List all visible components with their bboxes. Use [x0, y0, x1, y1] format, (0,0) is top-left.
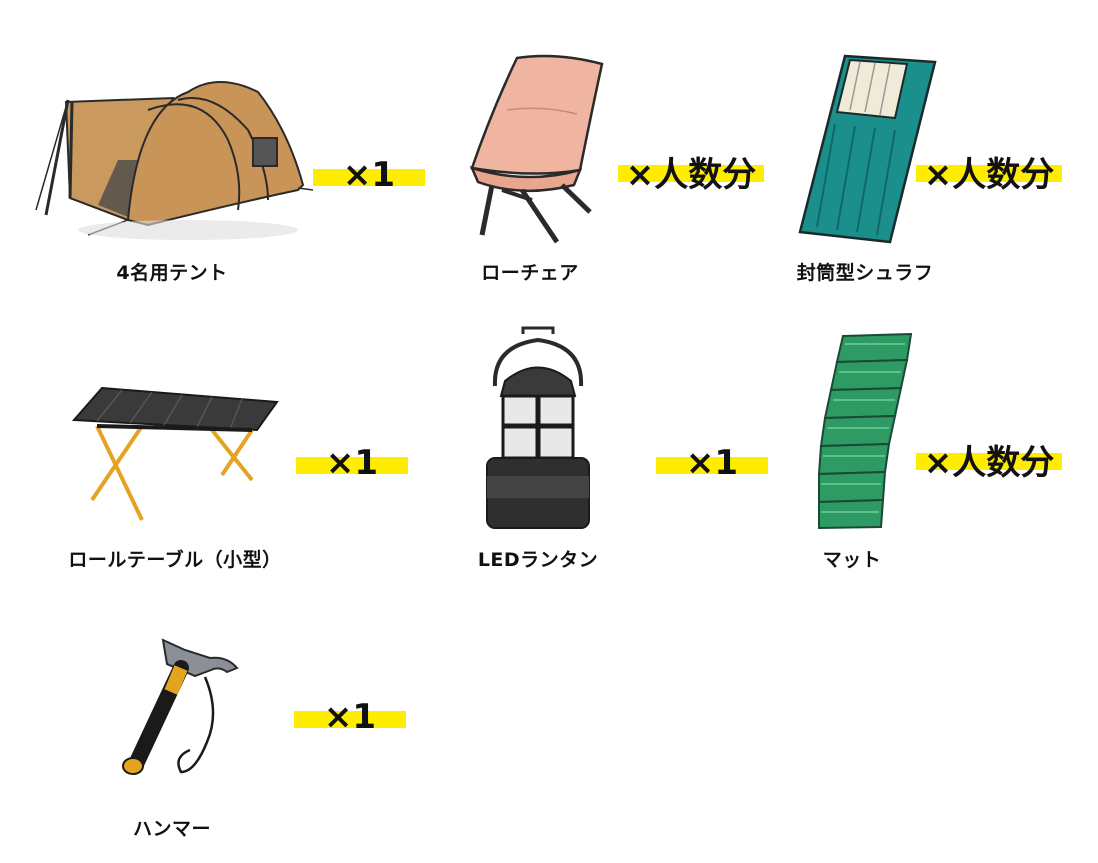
sleeping-bag-icon — [798, 54, 937, 244]
item-name: マット — [822, 549, 882, 571]
item-name: LEDランタン — [477, 549, 599, 571]
quantity-badge: ×1 — [296, 440, 408, 486]
chair-icon — [469, 54, 604, 244]
table-icon — [72, 386, 279, 521]
item-name: 4名用テント — [116, 262, 228, 284]
item-name: ローチェア — [481, 262, 579, 284]
quantity-badge: ×人数分 — [916, 148, 1062, 195]
item-name: ハンマー — [132, 818, 211, 840]
mat-icon — [817, 332, 913, 530]
tent-icon — [35, 81, 313, 240]
hammer-icon — [122, 638, 239, 775]
lantern-icon — [486, 326, 590, 529]
quantity-badge: ×人数分 — [618, 148, 764, 195]
quantity-badge: ×人数分 — [916, 436, 1062, 483]
quantity-badge: ×1 — [313, 152, 425, 198]
quantity-badge: ×1 — [294, 694, 406, 740]
quantity-badge: ×1 — [656, 440, 768, 486]
item-name: ロールテーブル（小型） — [68, 549, 282, 571]
item-name: 封筒型シュラフ — [796, 262, 934, 284]
